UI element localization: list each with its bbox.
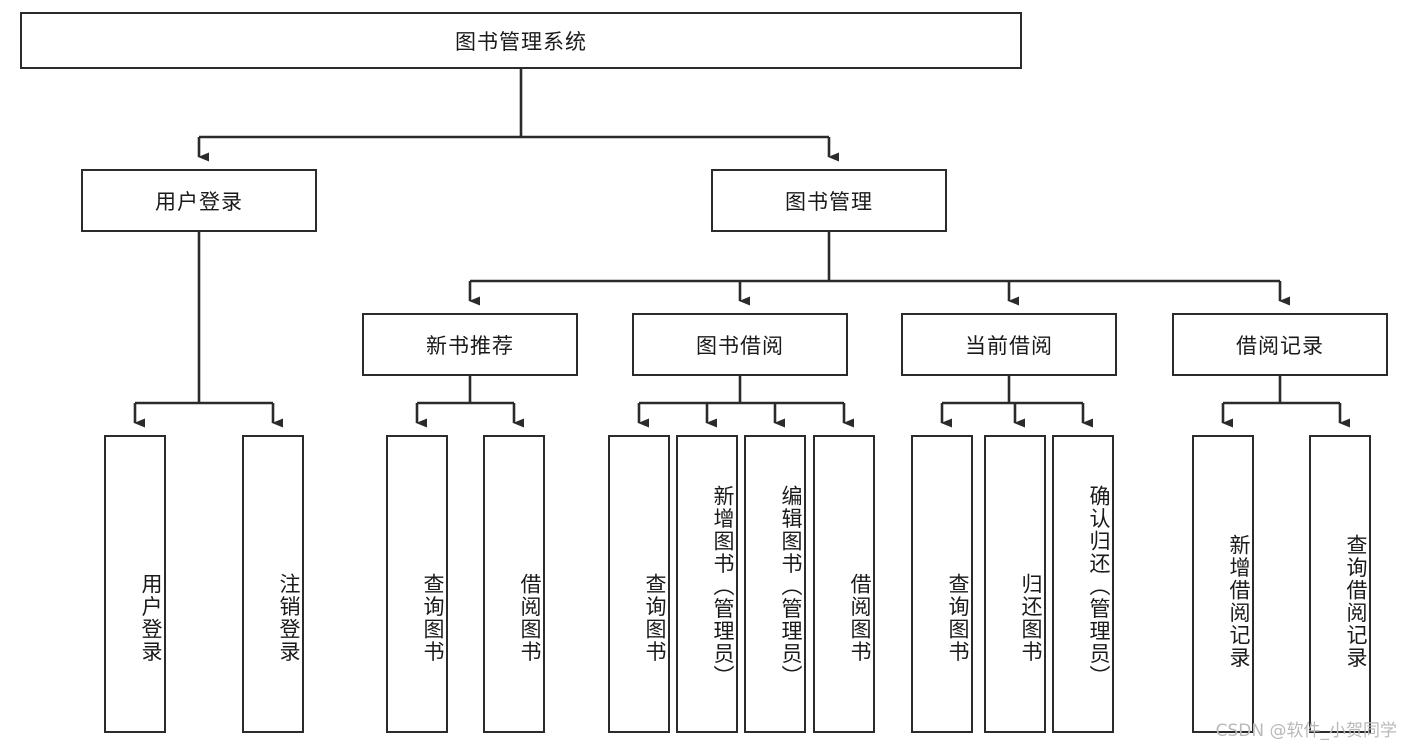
node-book-borrow-label: 图书借阅 [696,333,784,358]
watermark-text: CSDN @软件_小贺同学 [1215,721,1397,741]
edge-group-root [197,69,839,162]
node-leaf-return-book[interactable]: 归还图书 [984,435,1046,733]
node-leaf-borrow-book-borrow[interactable]: 借阅图书 [813,435,875,733]
node-leaf-user-login[interactable]: 用户登录 [104,435,166,733]
node-leaf-query-book-recommend-label: 查询图书 [421,573,445,663]
node-leaf-edit-book-label: 编辑图书（管理员） [779,484,803,688]
node-leaf-query-book-recommend[interactable]: 查询图书 [386,435,448,733]
edge-group-book-manage [468,232,1290,306]
node-book-manage-label: 图书管理 [785,189,873,214]
node-leaf-query-book-current-label: 查询图书 [946,573,970,663]
node-leaf-add-book-label: 新增图书（管理员） [711,484,735,688]
node-leaf-add-borrow-record-label: 新增借阅记录 [1227,533,1251,669]
node-leaf-edit-book[interactable]: 编辑图书（管理员） [744,435,806,733]
edge-group-book-borrow [637,376,854,428]
node-leaf-query-borrow-record[interactable]: 查询借阅记录 [1309,435,1371,733]
node-new-book-recommend-label: 新书推荐 [426,333,514,358]
node-user-login[interactable]: 用户登录 [81,169,317,232]
edge-group-borrow-record [1221,376,1350,428]
node-leaf-confirm-return-label: 确认归还（管理员） [1087,484,1111,688]
node-leaf-add-book[interactable]: 新增图书（管理员） [676,435,738,733]
node-leaf-user-login-label: 用户登录 [139,573,163,663]
node-leaf-query-book-borrow-label: 查询图书 [643,573,667,663]
node-borrow-record[interactable]: 借阅记录 [1172,313,1388,376]
node-user-login-label: 用户登录 [155,189,243,214]
node-leaf-confirm-return[interactable]: 确认归还（管理员） [1052,435,1114,733]
node-leaf-return-book-label: 归还图书 [1019,573,1043,663]
node-new-book-recommend[interactable]: 新书推荐 [362,313,578,376]
node-leaf-add-borrow-record[interactable]: 新增借阅记录 [1192,435,1254,733]
node-leaf-logout-label: 注销登录 [277,573,301,663]
node-root[interactable]: 图书管理系统 [20,12,1022,69]
node-book-manage[interactable]: 图书管理 [711,169,947,232]
node-root-label: 图书管理系统 [455,29,587,54]
node-current-borrow[interactable]: 当前借阅 [901,313,1117,376]
node-borrow-record-label: 借阅记录 [1236,333,1324,358]
node-book-borrow[interactable]: 图书借阅 [632,313,848,376]
node-leaf-logout[interactable]: 注销登录 [242,435,304,733]
node-leaf-borrow-book-recommend-label: 借阅图书 [518,573,542,663]
node-current-borrow-label: 当前借阅 [965,333,1053,358]
node-leaf-query-book-current[interactable]: 查询图书 [911,435,973,733]
edge-group-user-login [133,232,283,428]
node-leaf-query-book-borrow[interactable]: 查询图书 [608,435,670,733]
edge-group-current-borrow [940,376,1093,428]
node-leaf-query-borrow-record-label: 查询借阅记录 [1344,533,1368,669]
node-leaf-borrow-book-borrow-label: 借阅图书 [848,573,872,663]
node-leaf-borrow-book-recommend[interactable]: 借阅图书 [483,435,545,733]
edge-group-new-book-rec [415,376,524,428]
